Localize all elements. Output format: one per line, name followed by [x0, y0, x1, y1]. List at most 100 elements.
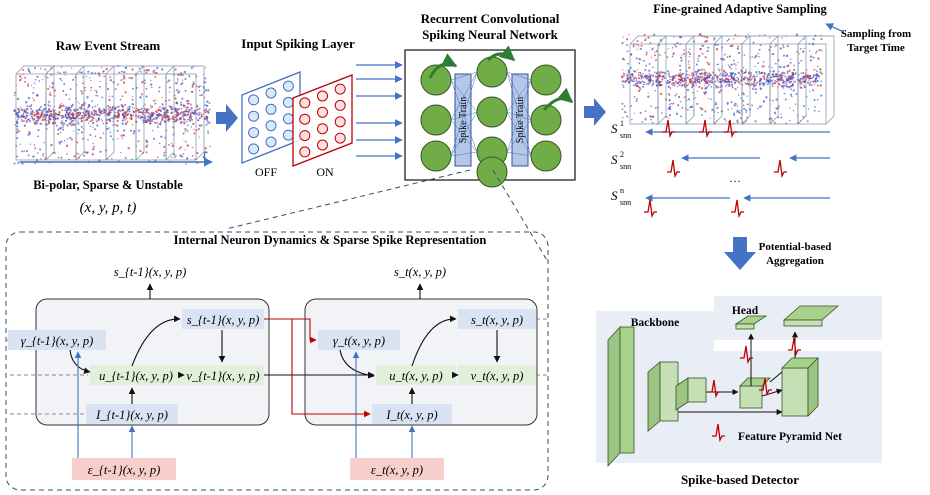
s1-spike	[699, 119, 712, 139]
v-prev-box	[182, 365, 264, 385]
input-layer-title: Input Spiking Layer	[241, 36, 355, 51]
recurrent-loops	[428, 45, 574, 112]
s1-sub: snn	[620, 131, 631, 140]
recurrent-conv-snn: Recurrent Convolutional Spiking Neural N…	[404, 11, 576, 188]
zoom-line-left	[225, 169, 471, 230]
detector-spike	[708, 379, 721, 399]
s2-sub: snn	[620, 162, 631, 171]
s-prev-output: s_{t-1}(x, y, p)	[114, 265, 186, 279]
raw-title: Raw Event Stream	[56, 38, 161, 53]
s-prev: s_{t-1}(x, y, p)	[187, 313, 259, 327]
rcsnn-title-1: Recurrent Convolutional	[421, 11, 560, 26]
s1-spike	[724, 119, 737, 139]
i-cur-box	[372, 404, 452, 424]
s1-sup: 1	[620, 119, 624, 128]
fpn-blocks	[739, 357, 819, 417]
sampling-note-2: Target Time	[847, 42, 905, 54]
neuron-dynamics-panel: Internal Neuron Dynamics & Sparse Spike …	[5, 169, 549, 491]
raw-event-stream: Raw Event Stream t Bi-polar, Sparse & Un…	[13, 38, 213, 216]
backbone-blocks	[607, 325, 707, 468]
detector-caption: Spike-based Detector	[681, 472, 799, 487]
detector-spike	[740, 345, 753, 365]
u-cur-box	[376, 365, 456, 385]
v-cur-box	[458, 365, 536, 385]
u-prev-box	[90, 365, 182, 385]
dynamics-frame	[5, 231, 549, 491]
sn-spike	[644, 199, 657, 219]
flow-arrow-snn-to-sampling	[584, 98, 606, 126]
spike-train-label-1: Spike Train	[458, 97, 469, 143]
sampling-note-1: Sampling from	[841, 28, 911, 40]
s1-symbol: S	[611, 121, 618, 136]
v-cur: v_t(x, y, p)	[471, 369, 524, 383]
s-cur-box	[458, 309, 536, 329]
aggregation: Potential-based Aggregation	[724, 237, 831, 270]
on-neurons	[299, 83, 346, 158]
s2-spike	[774, 159, 787, 179]
sampling-event-cloud	[620, 33, 823, 125]
s2-symbol: S	[611, 152, 618, 167]
s1-row: S 1 snn	[611, 119, 830, 140]
spike-based-detector: Backbone Head Feature Pyramid Net Spike-…	[596, 296, 882, 487]
s2-row: S 2 snn ···	[611, 150, 830, 188]
sn-spike	[731, 199, 744, 219]
s2-spike	[667, 159, 680, 179]
s-prev-box	[182, 309, 264, 329]
s2-sup: 2	[620, 150, 624, 159]
flow-arrow-raw-to-input	[216, 104, 238, 132]
e-cur: ε_t(x, y, p)	[371, 463, 423, 477]
e-prev: ε_{t-1}(x, y, p)	[88, 463, 161, 477]
on-label: ON	[316, 165, 334, 179]
terms-cur	[318, 309, 536, 480]
terms-prev	[8, 309, 264, 480]
detector-spike	[712, 423, 725, 443]
dynamics-arrows	[6, 283, 548, 458]
rows-ellipsis: ···	[729, 174, 741, 188]
s-cur: s_t(x, y, p)	[471, 313, 523, 327]
zoom-line-right	[492, 169, 549, 263]
spike-train-bar-1	[454, 73, 472, 167]
head-blocks	[734, 305, 840, 330]
backbone-label: Backbone	[631, 317, 680, 329]
off-label: OFF	[255, 165, 277, 179]
rcsnn-title-2: Spiking Neural Network	[422, 27, 559, 42]
gamma-cur: γ_t(x, y, p)	[333, 334, 385, 348]
gamma-prev: γ_{t-1}(x, y, p)	[21, 334, 94, 348]
on-channel-plane	[292, 74, 353, 167]
sn-sup: n	[620, 186, 624, 195]
raw-caption: Bi-polar, Sparse & Unstable	[33, 178, 183, 192]
aggregation-label-2: Aggregation	[766, 255, 824, 267]
fpn-label: Feature Pyramid Net	[738, 431, 842, 443]
gamma-prev-box	[8, 330, 106, 350]
fine-grained-sampling: Fine-grained Adaptive Sampling Sampling …	[611, 2, 911, 219]
sampling-slices	[629, 35, 835, 125]
sn-row: S n snn	[611, 186, 830, 219]
dynamics-title: Internal Neuron Dynamics & Sparse Spike …	[174, 233, 487, 247]
u-prev: u_{t-1}(x, y, p)	[99, 369, 173, 383]
raw-event-cloud	[13, 65, 211, 165]
i-prev: I_{t-1}(x, y, p)	[95, 408, 168, 422]
time-axis-label: t	[203, 146, 207, 161]
sn-symbol: S	[611, 188, 618, 203]
gamma-cur-box	[318, 330, 400, 350]
sampling-title: Fine-grained Adaptive Sampling	[653, 2, 827, 16]
raw-slices	[15, 65, 205, 161]
raw-tuple: (x, y, p, t)	[80, 200, 137, 216]
aggregation-arrow	[724, 237, 756, 270]
s-cur-output: s_t(x, y, p)	[394, 265, 446, 279]
sampling-note-arrow	[825, 23, 845, 33]
u-cur: u_t(x, y, p)	[389, 369, 442, 383]
input-spiking-layer: Input Spiking Layer OFF ON	[241, 36, 403, 179]
e-prev-box	[72, 458, 176, 480]
sn-sub: snn	[620, 198, 631, 207]
v-prev: v_{t-1}(x, y, p)	[186, 369, 259, 383]
detector-spike	[788, 337, 801, 357]
e-cur-box	[350, 458, 444, 480]
i-prev-box	[86, 404, 178, 424]
s1-spike	[662, 119, 675, 139]
snn-connections	[450, 71, 532, 157]
input-to-snn-arrows	[356, 61, 403, 160]
head-label: Head	[732, 305, 759, 317]
i-cur: I_t(x, y, p)	[385, 408, 437, 422]
